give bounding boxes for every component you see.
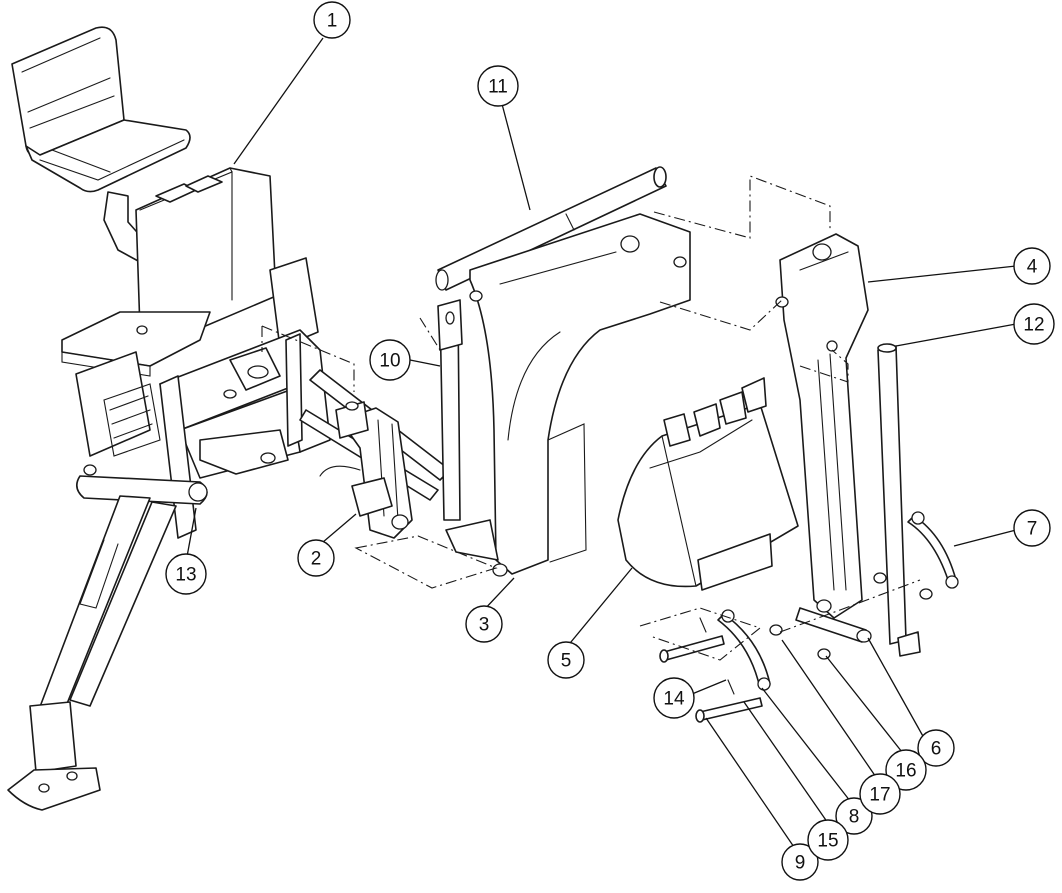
balloon-17: 17 — [859, 773, 901, 815]
balloon-1-label: 1 — [327, 11, 338, 32]
assembly-lines — [261, 175, 921, 661]
balloon-10: 10 — [369, 339, 411, 381]
boom — [445, 213, 691, 577]
balloon-12-label: 12 — [1023, 315, 1044, 336]
balloon-9-label: 9 — [795, 853, 806, 874]
balloon-7: 7 — [1013, 509, 1051, 547]
dipper-stick — [775, 233, 887, 619]
balloon-17-label: 17 — [869, 785, 890, 806]
balloon-15: 15 — [807, 819, 849, 861]
swing-bracket — [319, 401, 413, 539]
balloon-4: 4 — [1013, 247, 1051, 285]
cylinder-boom — [437, 299, 463, 521]
balloon-7-label: 7 — [1027, 519, 1038, 540]
balloon-2: 2 — [297, 539, 335, 577]
balloon-15-label: 15 — [817, 831, 838, 852]
balloon-5-label: 5 — [561, 651, 572, 672]
balloon-16: 16 — [885, 749, 927, 791]
balloon-14: 14 — [653, 677, 695, 719]
balloon-8: 8 — [835, 797, 873, 835]
balloon-1: 1 — [313, 1, 351, 39]
leader-lines — [185, 37, 1017, 851]
shaft — [435, 166, 667, 291]
balloon-4-label: 4 — [1027, 257, 1038, 278]
balloon-13: 13 — [165, 553, 207, 595]
bucket — [617, 377, 799, 591]
balloon-11: 11 — [477, 65, 519, 107]
balloon-10-label: 10 — [379, 351, 400, 372]
balloon-6: 6 — [917, 729, 955, 767]
balloon-16-label: 16 — [895, 761, 916, 782]
balloon-5: 5 — [547, 641, 585, 679]
stabilizer-leg — [7, 475, 208, 811]
balloon-2-label: 2 — [311, 549, 322, 570]
balloon-8-label: 8 — [849, 807, 860, 828]
balloon-14-label: 14 — [663, 689, 685, 710]
balloon-13-label: 13 — [175, 565, 196, 586]
cylinder-bucket — [877, 343, 921, 657]
pins-and-washers — [659, 588, 933, 723]
balloon-9: 9 — [781, 843, 819, 881]
balloon-6-label: 6 — [931, 739, 942, 760]
balloon-3-label: 3 — [479, 615, 490, 636]
balloon-3: 3 — [465, 605, 503, 643]
balloon-12: 12 — [1013, 303, 1055, 345]
balloon-11-label: 11 — [488, 77, 508, 98]
links — [717, 511, 959, 691]
